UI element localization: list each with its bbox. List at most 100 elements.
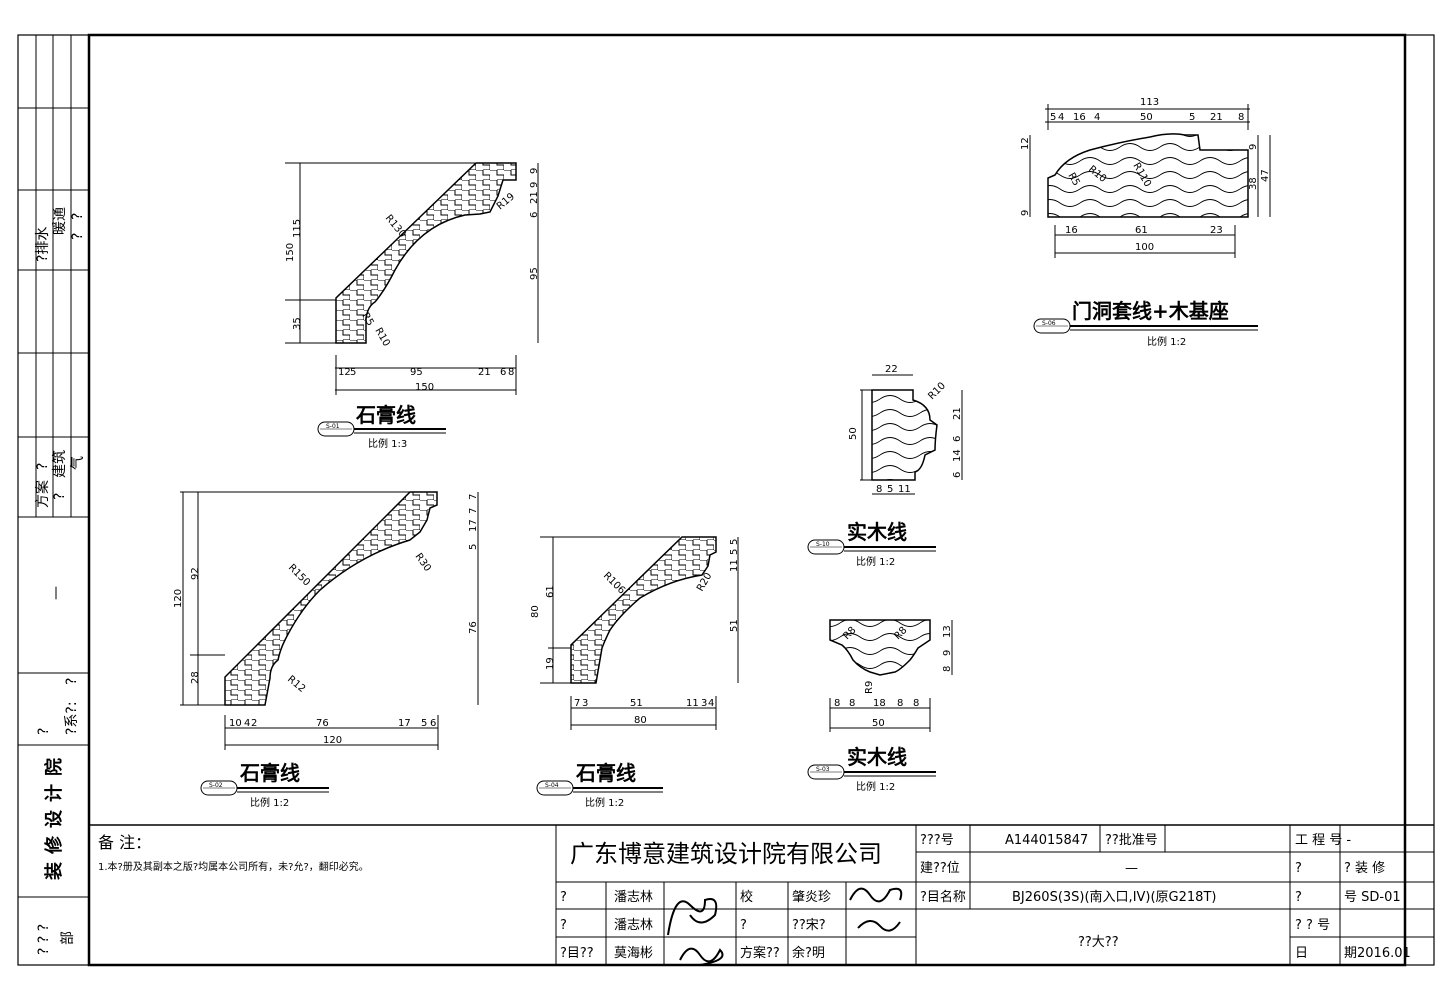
strip-label-q5: ? (64, 678, 80, 685)
strip-label-q7: ? ? ? (36, 924, 52, 955)
s04-scale: 比例 1:2 (585, 796, 624, 809)
s04-dim-b3: 11 (686, 698, 699, 709)
s03-dim-b4: 8 (913, 698, 919, 709)
s10-dim-b1: 5 (887, 484, 893, 495)
s04-dim-left-lower: 19 (545, 657, 556, 670)
s10-dim-b2: 11 (898, 484, 911, 495)
s10-title-block: S-10 实木线 比例 1:2 (807, 520, 936, 568)
s04-dim-b0: 7 (574, 698, 580, 709)
s03-dim-b1: 8 (849, 698, 855, 709)
s02-dim-r2: 17 (468, 519, 479, 532)
s02-dim-r5: 76 (468, 621, 479, 634)
detail-s10: 22 50 8 5 11 21 6 14 6 R10 S-10 实木线 比例 1… (807, 364, 963, 568)
s06-dim-b2: 23 (1210, 225, 1223, 236)
s04-dim-r4: 51 (729, 619, 740, 632)
cert-value: A144015847 (1005, 833, 1088, 848)
s03-dim-r2: 8 (942, 666, 953, 672)
s03-dim-r0: 13 (942, 625, 953, 638)
title-block (89, 824, 1434, 965)
s10-profile (871, 389, 938, 481)
s03-scale: 比例 1:2 (856, 780, 895, 793)
strip-label-system: ?系?: (64, 701, 80, 735)
s02-scale: 比例 1:2 (250, 796, 289, 809)
project-no-label: 工 程 号 - (1295, 833, 1351, 848)
s02-dim-left-lower: 28 (190, 671, 201, 684)
s04-dim-left-total: 80 (530, 605, 541, 618)
s06-scale: 比例 1:2 (1147, 335, 1186, 348)
s02-dim-r0: 7 (468, 494, 479, 500)
s06-dim-t0: 5 (1050, 112, 1056, 123)
right-r2a: ? (1295, 861, 1302, 876)
strip-label-scheme: 方案 (34, 480, 51, 508)
s03-code: S-03 (816, 766, 830, 773)
s04-dim-r0: 5 (729, 539, 740, 545)
s01-dim-r1: 9 (529, 182, 540, 188)
strip-label-drainage: ?排水 (35, 227, 51, 262)
s01-radius-3: R10 (372, 326, 391, 349)
s02-radius-2: R12 (285, 674, 307, 695)
s01-title: 石膏线 (355, 403, 416, 427)
s06-dim-t4: 50 (1140, 112, 1153, 123)
s10-scale: 比例 1:2 (856, 555, 895, 568)
inner-frame (87, 33, 1407, 967)
strip-label-arch: 建筑 (52, 450, 68, 478)
approval-label: ??批准号 (1105, 833, 1158, 848)
s01-dim-left-total: 150 (285, 243, 296, 262)
strip-label-q6: ? (36, 728, 52, 735)
s06-dim-t6: 21 (1210, 112, 1223, 123)
drawing-title: ??大?? (1078, 935, 1119, 950)
strip-label-q4: ? (52, 493, 68, 500)
s01-dim-b1: 5 (350, 367, 356, 378)
s03-dim-b2: 18 (873, 698, 886, 709)
s06-dim-l0: 9 (1020, 210, 1031, 216)
drawing-number: 号 SD-01 (1344, 890, 1401, 905)
s06-dim-t3: 4 (1094, 112, 1100, 123)
s02-dim-left-upper: 92 (190, 567, 201, 580)
s06-dim-t7: 8 (1238, 112, 1244, 123)
s02-radius-1: R30 (413, 551, 433, 573)
right-r5a: 日 (1295, 946, 1308, 961)
right-r3a: ? (1295, 890, 1302, 905)
s04-profile (570, 536, 717, 684)
strip-label-dept: 部 (60, 931, 76, 945)
handwritten-signatures (667, 887, 903, 966)
notes-heading: 备 注： (98, 833, 151, 852)
s04-radius-0: R106 (601, 570, 627, 596)
s06-dim-b0: 16 (1065, 225, 1078, 236)
s06-dim-t2: 16 (1073, 112, 1086, 123)
detail-s02: 120 92 28 10 4 2 76 17 5 6 120 7 7 17 5 … (173, 491, 479, 809)
s03-title: 实木线 (847, 745, 907, 769)
s03-dim-b3: 8 (897, 698, 903, 709)
s02-dim-left-total: 120 (173, 589, 184, 608)
s01-dim-r3: 6 (529, 212, 540, 218)
s01-dim-r0: 9 (529, 168, 540, 174)
s10-dim-r0: 21 (952, 407, 963, 420)
s03-dim-r1: 9 (942, 650, 953, 656)
s06-dim-r2: 47 (1260, 169, 1271, 182)
strip-label-q2: ? (70, 233, 86, 240)
s02-dim-r3: 5 (468, 544, 479, 550)
s04-title: 石膏线 (575, 761, 636, 785)
s04-title-block: S-04 石膏线 比例 1:2 (536, 761, 663, 809)
detail-s04: 80 61 19 7 3 51 11 3 4 80 5 5 11 51 R106… (530, 536, 740, 809)
strip-label-hvac: 暖通 (52, 207, 68, 235)
builder-label: 建??位 (920, 861, 960, 876)
sig-role-1a: ? (560, 890, 567, 905)
s01-dim-b4: 6 (500, 367, 506, 378)
s04-code: S-04 (545, 782, 559, 789)
s03-dim-total: 50 (872, 718, 885, 729)
s02-dim-r1: 7 (468, 508, 479, 514)
detail-s03: 8 8 18 8 8 50 13 9 8 R8 R8 R9 S-03 实木线 比… (807, 619, 953, 793)
s04-dim-r2: 11 (729, 559, 740, 572)
s03-title-block: S-03 实木线 比例 1:2 (807, 745, 936, 793)
project-name-value: BJ260S(3S)(南入口,IV)(原G218T) (1012, 889, 1216, 905)
s02-title-block: S-02 石膏线 比例 1:2 (200, 761, 329, 809)
sig-name-2b: ??宋? (792, 918, 826, 933)
right-r2b: ? 装 修 (1344, 861, 1385, 876)
s01-dim-left-lower: 35 (292, 317, 303, 330)
sig-name-1b: 肇炎珍 (792, 890, 831, 905)
s02-profile (224, 491, 438, 706)
s03-profile (829, 619, 931, 676)
sig-name-3a: 莫海彬 (614, 946, 653, 961)
